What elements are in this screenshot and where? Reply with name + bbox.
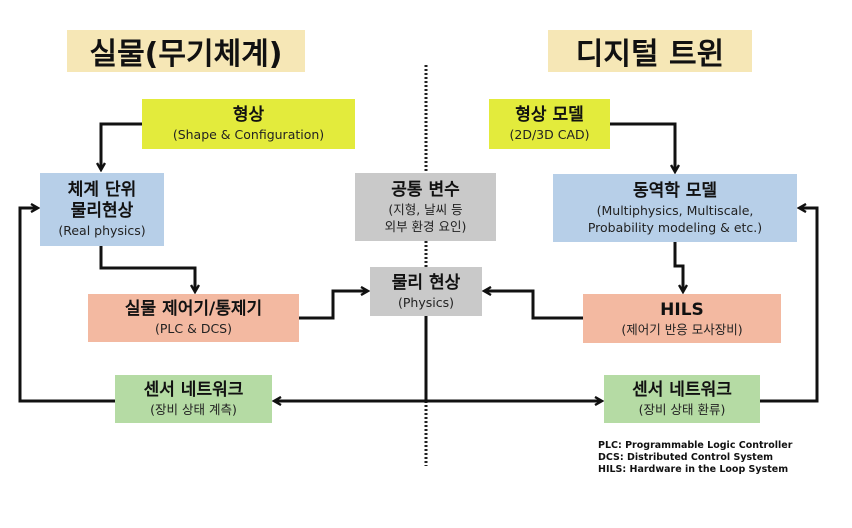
shape-box: 형상 (Shape & Configuration) <box>142 99 355 149</box>
shape-title: 형상 <box>232 105 265 125</box>
common-sub1: (지형, 날씨 등 <box>388 201 463 217</box>
dynamics-model-box: 동역학 모델 (Multiphysics, Multiscale, Probab… <box>553 174 797 242</box>
shape-sub: (Shape & Configuration) <box>172 127 325 142</box>
arrow-controller-to-physics <box>299 291 368 320</box>
controller-sub: (PLC & DCS) <box>155 321 232 336</box>
hils-box: HILS (제어기 반응 모사장비) <box>583 294 781 343</box>
left-sensor-sub: (장비 상태 계측) <box>150 402 237 417</box>
arrow-real-physics-to-controller <box>99 246 195 292</box>
hils-sub: (제어기 반응 모사장비) <box>621 321 743 337</box>
arrow-shape-model-to-dynamics <box>610 122 675 172</box>
shape-model-sub: (2D/3D CAD) <box>509 127 590 142</box>
controller-box: 실물 제어기/통제기 (PLC & DCS) <box>88 294 299 342</box>
arrow-dynamics-to-hils <box>673 242 683 292</box>
arrow-hils-to-physics <box>484 291 583 320</box>
common-variables-box: 공통 변수 (지형, 날씨 등 외부 환경 요인) <box>355 173 496 241</box>
right-sensor-title: 센서 네트워크 <box>632 380 732 400</box>
legend-item: HILS: Hardware in the Loop System <box>598 464 789 475</box>
abbreviation-legend: PLC: Programmable Logic Controller DCS: … <box>598 440 792 476</box>
dynamics-sub2: Probability modeling & etc.) <box>587 219 763 235</box>
controller-title: 실물 제어기/통제기 <box>124 299 263 319</box>
real-physics-box: 체계 단위 물리현상 (Real physics) <box>40 173 164 246</box>
arrow-right-sensor-feedback <box>760 208 819 403</box>
real-physics-title2: 물리현상 <box>70 201 134 221</box>
arrow-shape-to-real-physics <box>101 122 142 170</box>
common-title: 공통 변수 <box>391 179 460 200</box>
real-physics-sub: (Real physics) <box>58 223 146 238</box>
right-sensor-sub: (장비 상태 환류) <box>638 402 726 417</box>
physics-sub: (Physics) <box>398 294 454 310</box>
common-sub2: 외부 환경 요인) <box>384 218 467 234</box>
dynamics-title: 동역학 모델 <box>632 180 718 201</box>
real-physics-title1: 체계 단위 <box>67 180 137 200</box>
legend-item: DCS: Distributed Control System <box>598 452 774 463</box>
left-sensor-title: 센서 네트워크 <box>143 380 244 400</box>
right-title: 디지털 트윈 <box>548 30 752 72</box>
hils-title: HILS <box>660 299 704 320</box>
physics-title: 물리 현상 <box>391 272 461 293</box>
physics-box: 물리 현상 (Physics) <box>370 267 482 316</box>
right-sensor-box: 센서 네트워크 (장비 상태 환류) <box>604 375 760 423</box>
left-title: 실물(무기체계) <box>67 30 305 72</box>
shape-model-title: 형상 모델 <box>515 105 584 125</box>
left-sensor-box: 센서 네트워크 (장비 상태 계측) <box>115 375 272 423</box>
arrow-left-sensor-feedback <box>18 208 115 403</box>
legend-item: PLC: Programmable Logic Controller <box>598 440 793 451</box>
dynamics-sub1: (Multiphysics, Multiscale, <box>596 202 754 218</box>
shape-model-box: 형상 모델 (2D/3D CAD) <box>489 99 610 149</box>
